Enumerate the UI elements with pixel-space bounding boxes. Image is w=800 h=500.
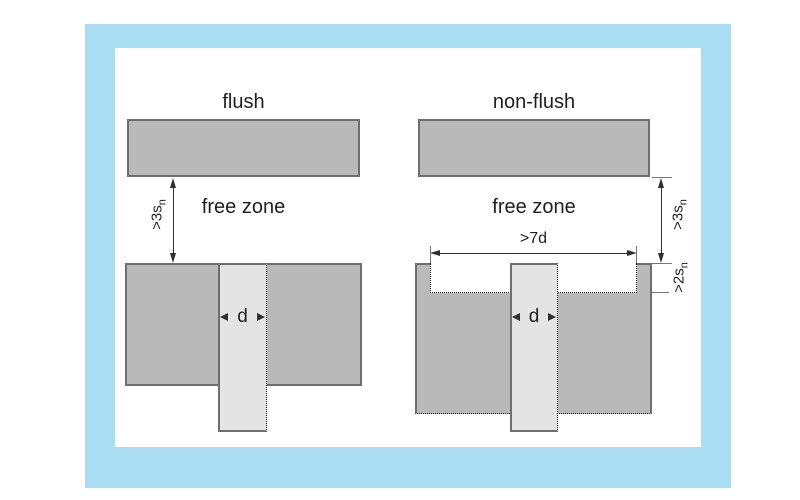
tick-line-plate-bottom bbox=[652, 177, 672, 178]
arrowhead-up-icon bbox=[658, 178, 664, 188]
non-flush-free-zone-label: free zone bbox=[492, 196, 576, 218]
recess-depth-label: >2sn bbox=[670, 258, 691, 298]
extension-line-left bbox=[430, 246, 431, 263]
flush-target-plate bbox=[127, 119, 360, 177]
non-flush-clearance-label: >3sn bbox=[669, 195, 690, 235]
dimension-line bbox=[173, 185, 174, 256]
clearance-subscript: n bbox=[677, 199, 690, 206]
flush-free-zone-label: free zone bbox=[201, 196, 286, 218]
flush-title: flush bbox=[222, 91, 265, 113]
recess-depth-value: >2s bbox=[670, 268, 688, 293]
recess-width-dimension-arrow bbox=[430, 249, 637, 258]
arrowhead-right-icon bbox=[627, 250, 637, 256]
arrowhead-down-icon bbox=[170, 253, 176, 263]
arrowhead-left-icon bbox=[220, 313, 228, 321]
arrowhead-right-icon bbox=[257, 313, 265, 321]
flush-sensor-body bbox=[218, 263, 267, 432]
dimension-line bbox=[438, 253, 629, 254]
tick-line-recess-floor bbox=[652, 292, 669, 293]
non-flush-clearance-dimension-arrow bbox=[657, 178, 666, 263]
non-flush-target-plate bbox=[418, 119, 650, 177]
flush-clearance-dimension-arrow bbox=[169, 178, 178, 263]
non-flush-diameter-label: d bbox=[528, 306, 540, 327]
non-flush-diameter-dimension: d bbox=[511, 305, 557, 329]
non-flush-title: non-flush bbox=[492, 91, 576, 113]
arrowhead-left-icon bbox=[430, 250, 440, 256]
extension-line-right bbox=[636, 246, 637, 263]
arrowhead-up-icon bbox=[170, 178, 176, 188]
figure-frame bbox=[85, 24, 731, 488]
dimension-line bbox=[661, 185, 662, 256]
arrowhead-down-icon bbox=[658, 253, 664, 263]
non-flush-sensor-body bbox=[510, 263, 558, 432]
tick-line-rim-top bbox=[648, 263, 672, 264]
flush-diameter-label: d bbox=[237, 306, 248, 327]
clearance-value: >3s bbox=[669, 205, 687, 230]
recess-width-label: >7d bbox=[519, 230, 548, 247]
arrowhead-right-icon bbox=[548, 313, 556, 321]
arrowhead-left-icon bbox=[512, 313, 520, 321]
flush-diameter-dimension: d bbox=[219, 305, 266, 329]
recess-depth-subscript: n bbox=[678, 262, 691, 269]
